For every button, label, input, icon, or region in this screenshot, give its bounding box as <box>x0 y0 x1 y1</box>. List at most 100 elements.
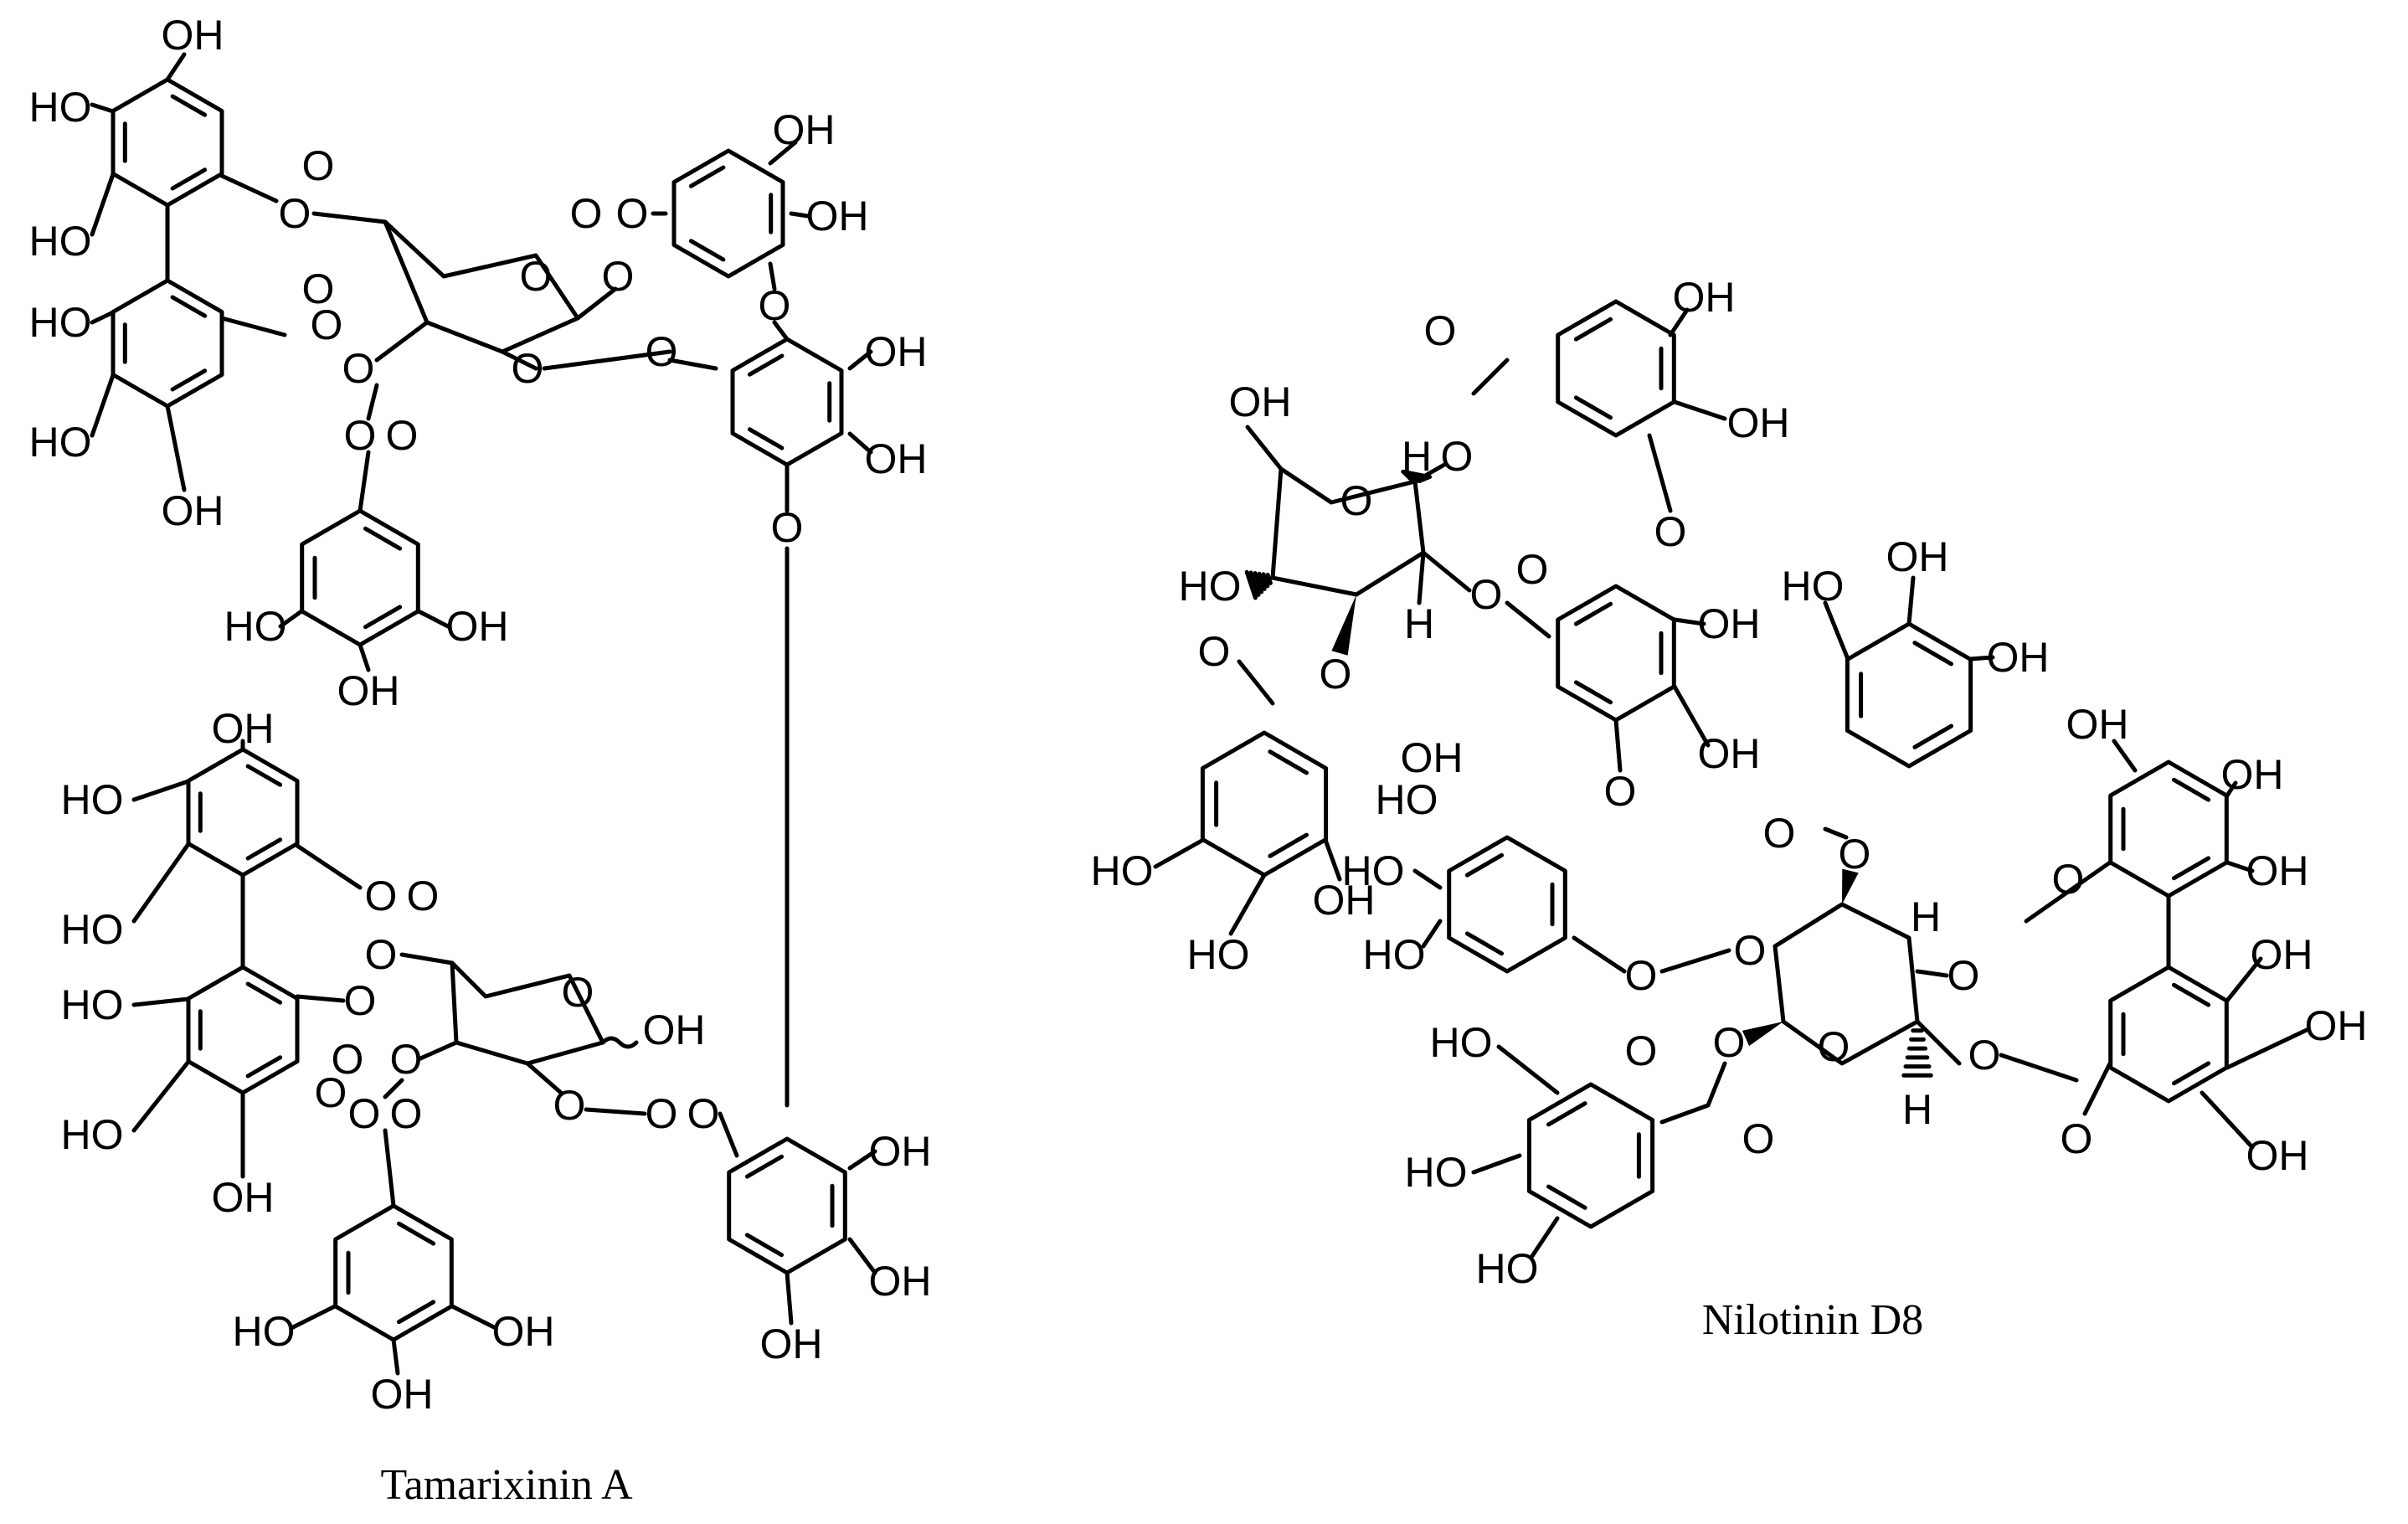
carbonyl-o: O <box>1424 307 1457 354</box>
oh-bond <box>90 102 116 114</box>
ho-label: HO <box>1376 776 1438 823</box>
lower-hhdp-ring-bottom-double-bond <box>245 981 283 1005</box>
ester-bond <box>295 994 346 1003</box>
ester-o: O <box>1320 651 1352 698</box>
oh-label: OH <box>1698 600 1761 647</box>
lower-hhdp-ring-top-double-bond <box>245 837 283 861</box>
oh-label: OH <box>371 1371 434 1418</box>
ch2-bond <box>1915 1019 1962 1066</box>
ho-label: HO <box>1342 847 1405 894</box>
oh-bond <box>131 842 191 924</box>
acyl-bond <box>2024 860 2112 924</box>
oh-bond <box>2225 1027 2309 1070</box>
carbonyl-o: O <box>315 1069 347 1116</box>
oh-label: OH <box>760 1321 823 1367</box>
oh-label: OH <box>865 435 928 482</box>
ho-label: HO <box>1187 931 1250 978</box>
ether-o: O <box>1654 508 1687 555</box>
carbonyl-o: O <box>2052 856 2085 903</box>
nilotinin-central-ring-double-bond <box>1573 680 1613 705</box>
nilotinin-bottom-galloyl-ring-double-bond <box>1546 1101 1587 1127</box>
ether-bond <box>1647 433 1673 513</box>
oh-label: OH <box>492 1308 555 1355</box>
carbonyl-o: O <box>407 873 440 919</box>
oh-label: OH <box>869 1128 932 1175</box>
ester-o: O <box>1734 927 1767 974</box>
ester-o: O <box>1947 952 1980 999</box>
carbonyl-o: O <box>1625 1027 1658 1074</box>
nilotinin-lower-left-ring-double-bond <box>1464 852 1504 878</box>
caption-nilotinin-d8: Nilotinin D8 <box>1702 1296 1923 1344</box>
oh-bond <box>1228 873 1267 936</box>
oh-bond <box>2225 780 2238 798</box>
ester-o: O <box>390 1036 423 1083</box>
lower-bottom-galloyl-ring-double-bond <box>397 1300 436 1325</box>
ester-o: O <box>1470 571 1503 618</box>
acyl-bond <box>366 383 379 421</box>
oh-bond <box>2112 739 2138 773</box>
oh-bond <box>1496 1044 1560 1095</box>
oh-bond <box>165 404 187 492</box>
upper-bottom-galloyl-ring-double-bond <box>363 526 403 551</box>
ho-label: HO <box>61 1111 124 1158</box>
nilotinin-right-galloyl-ring <box>1845 621 1973 769</box>
bond-layer <box>90 52 2309 1376</box>
ho-label: HO <box>1782 563 1845 610</box>
carbonyl-o: O <box>2061 1115 2093 1162</box>
ester-bond <box>1999 1053 2079 1083</box>
upper-right-galloyl-ring <box>671 148 785 279</box>
carbonyl-o: O <box>1763 810 1796 857</box>
nilotinin-top-galloyl-ring <box>1556 299 1676 438</box>
ester-o: O <box>344 977 377 1024</box>
oh-bond <box>165 52 187 82</box>
oh-label: OH <box>1698 730 1761 777</box>
oh-bond <box>131 779 191 802</box>
ho-label: HO <box>233 1308 296 1355</box>
ester-bond <box>399 952 455 965</box>
acyl-bond <box>1659 1103 1711 1125</box>
nilotinin-left-galloyl-ring <box>1200 730 1329 878</box>
acyl-bond <box>1505 600 1551 639</box>
lower-right-galloyl-ring-double-bond <box>744 1233 784 1258</box>
wedge-bond <box>1742 1022 1783 1047</box>
ho-label: HO <box>61 776 124 823</box>
carbonyl-o: O <box>687 1090 720 1137</box>
ester-o: O <box>279 190 311 237</box>
oh-label: OH <box>2251 931 2313 978</box>
ester-bond <box>500 349 538 371</box>
ho-label: HO <box>61 981 124 1028</box>
carbonyl-o: O <box>348 1090 381 1137</box>
oh-bond <box>131 1059 191 1133</box>
acyl-bond <box>667 358 718 371</box>
oh-bond <box>131 996 191 1007</box>
oh-label: OH <box>212 1174 275 1221</box>
caption-tamarixinin-a: Tamarixinin A <box>380 1461 633 1509</box>
oh-bond <box>847 349 873 371</box>
oh-bond <box>1672 617 1706 626</box>
hashed-bond <box>1248 570 1261 597</box>
ring-o: O <box>520 253 553 300</box>
nilotinin-right-hhdp-bottom-double-bond <box>2172 982 2211 1007</box>
oh-bond <box>450 1304 497 1330</box>
nilotinin-right-hhdp-top-double-bond <box>2172 856 2211 881</box>
acyl-bond <box>1237 659 1275 706</box>
oh-bond <box>1968 655 1995 662</box>
oh-label: OH <box>2305 1002 2368 1049</box>
oh-bond <box>847 431 873 455</box>
ho-label: HO <box>1179 563 1242 610</box>
upper-hhdp-ring-bottom-double-bond <box>170 295 208 318</box>
ester-o: O <box>342 345 375 392</box>
upper-right-galloyl-ring-double-bond <box>688 239 726 262</box>
lower-bottom-galloyl-ring <box>333 1203 454 1342</box>
oh-bond <box>291 1304 337 1330</box>
ester-o: O <box>1968 1032 2001 1079</box>
hashed-bond <box>1261 572 1270 589</box>
ester-bond <box>542 349 672 371</box>
carbonyl-o: O <box>390 1090 423 1137</box>
nilotinin-lower-left-ring <box>1447 835 1567 974</box>
h-bond <box>1417 550 1426 605</box>
upper-bottom-galloyl-ring <box>300 508 420 647</box>
oh-bond <box>1906 575 1916 626</box>
